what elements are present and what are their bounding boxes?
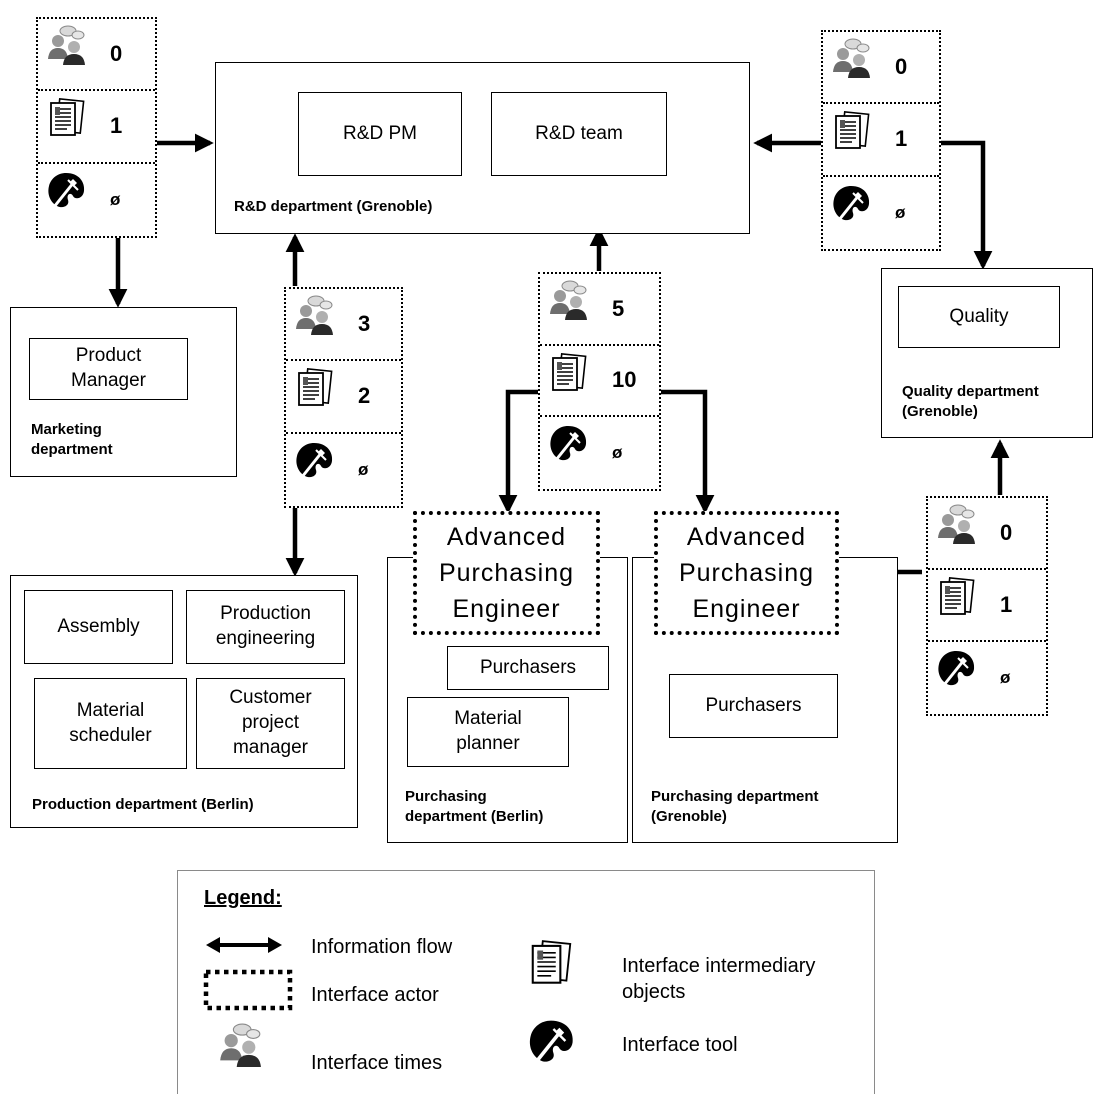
arrow-to-purchasing-grenoble <box>660 389 715 514</box>
production-engineering: Production engineering <box>186 590 345 664</box>
interface-tool-value: ø <box>358 459 369 479</box>
people-meeting-icon <box>831 38 871 78</box>
interface-times-value: 0 <box>1000 519 1013 545</box>
interface-tool-value: ø <box>110 189 121 209</box>
double-arrow-icon <box>204 935 284 955</box>
people-meeting-icon <box>548 280 588 320</box>
documents-icon <box>46 97 86 137</box>
rd-pm: R&D PM <box>298 92 462 176</box>
quality-department: Quality Quality department (Grenoble) <box>881 268 1093 438</box>
palette-tool-icon <box>527 1017 575 1065</box>
legend-information-flow: Information flow <box>311 936 453 958</box>
product-manager: Product Manager <box>29 338 188 400</box>
interface-panel-purchasing-rd: 5 10 ø <box>538 272 661 491</box>
purchasers-grenoble: Purchasers <box>669 674 838 738</box>
palette-tool-icon <box>548 423 588 463</box>
purchasing-grenoble-department: Purchasers Purchasing department (Grenob… <box>632 557 898 843</box>
people-meeting-icon <box>294 295 334 335</box>
arrow-to-purchasing-berlin <box>498 389 539 514</box>
documents-icon <box>294 367 334 407</box>
documents-icon <box>831 110 871 150</box>
people-meeting-icon <box>46 25 86 65</box>
palette-tool-icon <box>936 648 976 688</box>
people-meeting-icon <box>218 1023 262 1067</box>
production-department-label: Production department (Berlin) <box>32 796 254 813</box>
arrow-to-quality <box>940 140 993 270</box>
purchasing-berlin-label: Purchasing department (Berlin) <box>405 788 544 826</box>
interface-times-value: 3 <box>358 311 371 337</box>
rd-department: R&D PM R&D team R&D department (Grenoble… <box>215 62 750 234</box>
purchasing-grenoble-label: Purchasing department (Grenoble) <box>651 788 819 826</box>
quality: Quality <box>898 286 1060 348</box>
documents-icon <box>527 939 573 985</box>
rd-department-label: R&D department (Grenoble) <box>234 198 433 215</box>
quality-department-label: Quality department (Grenoble) <box>902 383 1039 421</box>
advanced-purchasing-engineer-berlin: Advanced Purchasing Engineer <box>413 511 600 635</box>
interface-objects-value: 1 <box>895 126 908 152</box>
documents-icon <box>936 576 976 616</box>
marketing-department: Product Manager Marketing department <box>10 307 237 477</box>
legend-interface-actor: Interface actor <box>311 984 439 1006</box>
marketing-department-label: Marketing department <box>31 421 113 459</box>
interface-objects-value: 10 <box>612 367 637 393</box>
palette-tool-icon <box>46 170 86 210</box>
palette-tool-icon <box>294 440 334 480</box>
customer-project-manager: Customer project manager <box>196 678 345 769</box>
interface-panel-quality-purchasing: 0 1 ø <box>926 496 1048 716</box>
legend-title: Legend: <box>204 887 282 909</box>
interface-panel-quality-rd: 0 1 ø <box>821 30 941 251</box>
interface-panel-marketing-rd: 0 1 ø <box>36 17 157 238</box>
interface-panel-production-rd: 3 2 ø <box>284 287 403 508</box>
legend-interface-tool: Interface tool <box>622 1034 738 1056</box>
interface-tool-value: ø <box>1000 667 1011 687</box>
rd-team: R&D team <box>491 92 667 176</box>
dotted-box-icon <box>203 969 293 1011</box>
people-meeting-icon <box>936 504 976 544</box>
assembly: Assembly <box>24 590 173 664</box>
legend-interface-times: Interface times <box>311 1052 443 1074</box>
interface-times-value: 5 <box>612 295 625 321</box>
interface-tool-value: ø <box>895 202 906 222</box>
legend: Legend: Information flow Interface actor… <box>177 870 875 1094</box>
interface-times-value: 0 <box>110 41 123 67</box>
production-department: Assembly Production engineering Material… <box>10 575 358 828</box>
interface-tool-value: ø <box>612 443 623 463</box>
interface-objects-value: 2 <box>358 383 371 409</box>
purchasers-berlin: Purchasers <box>447 646 609 690</box>
documents-icon <box>548 352 588 392</box>
material-planner: Material planner <box>407 697 569 767</box>
interface-objects-value: 1 <box>110 113 123 139</box>
material-scheduler: Material scheduler <box>34 678 187 769</box>
interface-times-value: 0 <box>895 54 908 80</box>
advanced-purchasing-engineer-grenoble: Advanced Purchasing Engineer <box>654 511 839 635</box>
interface-objects-value: 1 <box>1000 591 1013 617</box>
palette-tool-icon <box>831 183 871 223</box>
legend-interface-objects: Interface intermediary objects <box>622 955 816 1003</box>
